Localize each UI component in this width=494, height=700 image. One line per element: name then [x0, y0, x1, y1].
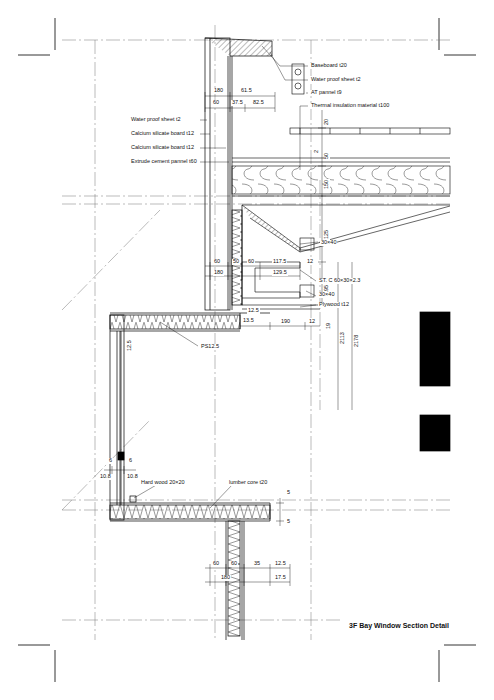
crop-marks [18, 18, 476, 682]
dimension-text: 13.5 [242, 318, 255, 324]
material-note: Extrude cement pannel t60 [130, 159, 198, 165]
dimension-text: 82.5 [252, 100, 265, 106]
dimension-text: 30×40 [320, 240, 337, 246]
dimension-text: 35 [253, 561, 261, 567]
dimension-lines [104, 92, 352, 586]
dimension-text: 50 [324, 152, 330, 160]
dimension-text: 10.8 [126, 474, 139, 480]
leader-lines [134, 46, 318, 508]
dimension-text: 37.5 [231, 100, 244, 106]
dimension-text: 12.5 [274, 561, 287, 567]
dimension-text: 150 [324, 179, 330, 190]
dimension-text: 117.5 [272, 259, 287, 265]
dimension-text: 180 [213, 270, 224, 276]
material-note: AT pannel t9 [310, 90, 343, 96]
dimension-text: 12 [308, 319, 316, 325]
dimension-text: 5 [286, 490, 291, 496]
dimension-text: 60 [213, 259, 221, 265]
dimension-text: 60 [212, 100, 220, 106]
material-note: ST. C 60×30×2.3 [318, 278, 361, 284]
dimension-text: 60 [230, 561, 238, 567]
dimension-text: 10.8 [99, 474, 112, 480]
material-note: Thermal insulation material t100 [310, 103, 390, 109]
material-note: Plywood t12 [318, 302, 350, 308]
material-note: Water proof sheet t2 [310, 77, 362, 83]
dimension-text: 12 [306, 259, 314, 265]
material-note: Calcium silicate board t12 [130, 145, 195, 151]
dimension-text: 19 [326, 322, 332, 330]
dimension-text: 20 [324, 118, 330, 126]
material-note: Calcium silicate board t12 [130, 131, 195, 137]
dimension-text: 129.5 [272, 270, 288, 276]
material-note: lumber core t20 [228, 480, 268, 486]
dimension-text: 6 [128, 458, 133, 464]
dimension-text: 6 [108, 458, 113, 464]
material-note: PS12.5 [200, 344, 220, 350]
dimension-text: 50 [232, 259, 240, 265]
bay-window [110, 312, 450, 640]
dimension-text: 2178 [354, 334, 360, 348]
dimension-text: 60 [212, 561, 220, 567]
dimension-text: 180 [213, 88, 224, 94]
material-note: Water proof sheet t2 [130, 117, 182, 123]
roof-build-up [232, 64, 450, 309]
dimension-text: 190 [280, 319, 291, 325]
dimension-text: 12.5 [127, 339, 133, 352]
grid-lines [62, 25, 450, 640]
dimension-text: 60 [247, 259, 255, 265]
dimension-text: 2 [314, 149, 320, 154]
dimension-text: 61.5 [240, 88, 253, 94]
drawing-caption: 3F Bay Window Section Detail [348, 622, 450, 629]
dimension-text: 125 [324, 229, 330, 240]
material-note: Hard wood 20×20 [140, 480, 186, 486]
dimension-text: 17.5 [274, 575, 287, 581]
dimension-text: 5 [286, 519, 291, 525]
dimension-text: 180 [220, 575, 231, 581]
dimension-text: 12.5 [247, 308, 260, 314]
dimension-text: 30×40 [318, 292, 335, 298]
material-note: Baseboard t20 [310, 63, 348, 69]
dimension-text: 2113 [340, 331, 346, 345]
